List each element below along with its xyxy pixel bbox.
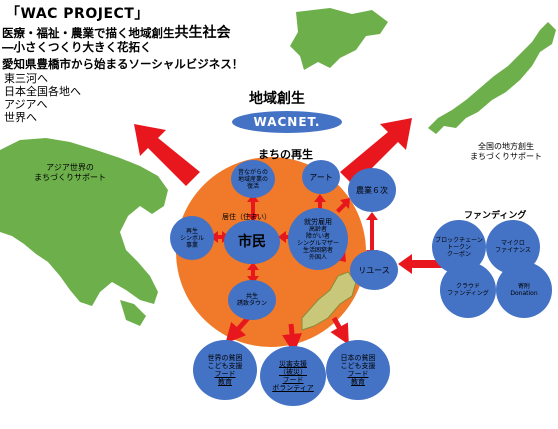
node-text: 就労雇用: [304, 217, 332, 226]
node-regen-shop: 再生 シンボル 事業: [170, 216, 214, 260]
node-text: 地域産業の: [237, 175, 268, 183]
node-text: 災害支援: [279, 360, 307, 368]
asia-support-line: まちづくりサポート: [34, 173, 106, 182]
page-title: 「WAC PROJECT」: [6, 6, 149, 22]
node-text: シンボル: [179, 234, 204, 242]
map-hokkaido: [290, 8, 388, 70]
subtitle-3: 愛知県豊橋市から始まるソーシャルビジネス！: [2, 57, 244, 71]
node-text: フード: [214, 370, 236, 378]
asia-support-line: アジア世界の: [46, 163, 94, 172]
arrow-from-funding: [398, 254, 446, 274]
node-text: ボランティア: [272, 384, 314, 392]
region-item: 世界へ: [4, 111, 37, 124]
node-text: 外国人: [308, 253, 327, 261]
subtitle-1-emph: 共生社会: [174, 25, 231, 41]
node-japan-poverty: 日本の貧困 こども支援 フード 教育: [326, 340, 390, 400]
map-islands: [120, 300, 146, 326]
node-text: フード: [282, 376, 304, 384]
funding-donation: 寄附 Donation: [496, 262, 552, 318]
wacnet-badge: WACNET.: [232, 111, 342, 133]
funding-text: ファイナンス: [495, 247, 531, 254]
japan-support-line: まちづくりサポート: [470, 152, 542, 161]
funding-text: マイクロ: [501, 240, 525, 247]
node-text: こども支援: [207, 362, 243, 370]
regional-label: 地域創生: [249, 91, 305, 107]
asia-support-label: アジア世界の まちづくりサポート: [34, 163, 106, 183]
residence-label: 居住（住まい）: [222, 213, 271, 221]
node-text: 事業: [185, 241, 198, 249]
node-kyosei-town: 共生 誘致タウン: [228, 280, 276, 320]
arrow-to-japan: [340, 118, 412, 186]
region-item: 東三河へ: [4, 72, 48, 85]
node-text: リユース: [358, 265, 390, 275]
node-text: 誘致タウン: [236, 300, 267, 307]
subtitle-1: 医療・福祉・農業で描く地域創生共生社会: [2, 22, 231, 42]
funding-text: Donation: [510, 290, 538, 297]
town-label: まちの再生: [258, 148, 313, 161]
funding-text: クーポン: [446, 250, 471, 258]
node-employment: 就労雇用 高齢者 障がい者 シングルマザー 生活困窮者 外国人: [288, 208, 348, 270]
funding-text: トークン: [446, 243, 471, 251]
funding-title: ファンディング: [464, 211, 527, 221]
arrow-to-asia: [134, 124, 200, 186]
node-text: 高齢者: [308, 225, 327, 233]
funding-crowd: クラウド ファンディング: [440, 262, 496, 318]
bottom-arrows: [225, 316, 349, 354]
region-list: 東三河へ 日本全国各地へ アジアへ 世界へ: [4, 72, 81, 124]
node-text: フード: [347, 370, 369, 378]
funding-text: 寄附: [517, 283, 530, 290]
map-aichi: [301, 271, 357, 331]
subtitle-2: ―小さくつくり大きく花拓く: [2, 40, 152, 54]
region-item: 日本全国各地へ: [4, 85, 81, 98]
japan-support-label: 全国の地方創生 まちづくりサポート: [470, 142, 542, 162]
map-japan: [428, 22, 556, 134]
funding-text: クラウド: [455, 283, 480, 290]
region-item: アジアへ: [4, 98, 48, 111]
node-disaster: 災害支援 （被災） フード ボランティア: [260, 346, 326, 406]
node-text: 復活: [246, 182, 259, 190]
node-text: （被災）: [279, 368, 307, 376]
funding-text: ファンディング: [447, 290, 489, 297]
funding-text: ブロックチェーン: [435, 236, 483, 244]
node-art: アート: [302, 160, 340, 194]
node-text: こども支援: [340, 362, 376, 370]
node-world-poverty: 世界の貧困 こども支援 フード 教育: [193, 340, 257, 400]
node-agri6: 農業６次: [348, 168, 396, 212]
node-text: 教育: [218, 378, 232, 386]
node-text: シングルマザー: [296, 239, 339, 247]
japan-support-line: 全国の地方創生: [478, 142, 534, 151]
node-text: 共生: [245, 293, 258, 300]
node-text: 昔ながらの: [237, 168, 268, 176]
node-text: 生活困窮者: [302, 246, 333, 254]
node-text: 市民: [238, 234, 266, 250]
node-text: 教育: [351, 378, 365, 386]
node-text: 再生: [185, 227, 198, 235]
subtitle-1-prefix: 医療・福祉・農業で描く地域創生: [2, 26, 175, 40]
node-text: 日本の貧困: [340, 354, 376, 362]
node-text: アート: [309, 172, 333, 182]
node-citizen: 市民: [224, 220, 280, 264]
node-text: 障がい者: [305, 232, 330, 240]
node-reuse: リユース: [350, 250, 398, 290]
map-asia: [0, 138, 168, 306]
node-traditional: 昔ながらの 地域産業の 復活: [231, 160, 275, 198]
node-text: 世界の貧困: [207, 354, 243, 362]
node-text: 農業６次: [356, 185, 388, 195]
